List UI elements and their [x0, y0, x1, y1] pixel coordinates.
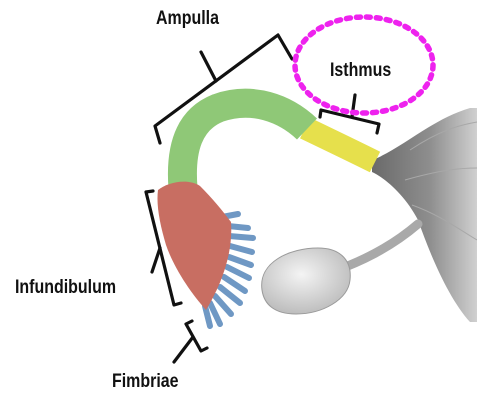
fimbriae-label: Fimbriae	[112, 372, 179, 391]
uterus	[372, 108, 477, 322]
ovary	[262, 248, 351, 314]
ampulla-segment	[182, 103, 307, 188]
ampulla-label: Ampulla	[156, 9, 219, 28]
fimbriae-bracket	[186, 321, 207, 351]
isthmus-label: Isthmus	[330, 61, 391, 80]
ampulla-bracket	[155, 35, 292, 143]
infundibulum-label: Infundibulum	[15, 278, 116, 297]
isthmus-segment	[305, 128, 375, 162]
